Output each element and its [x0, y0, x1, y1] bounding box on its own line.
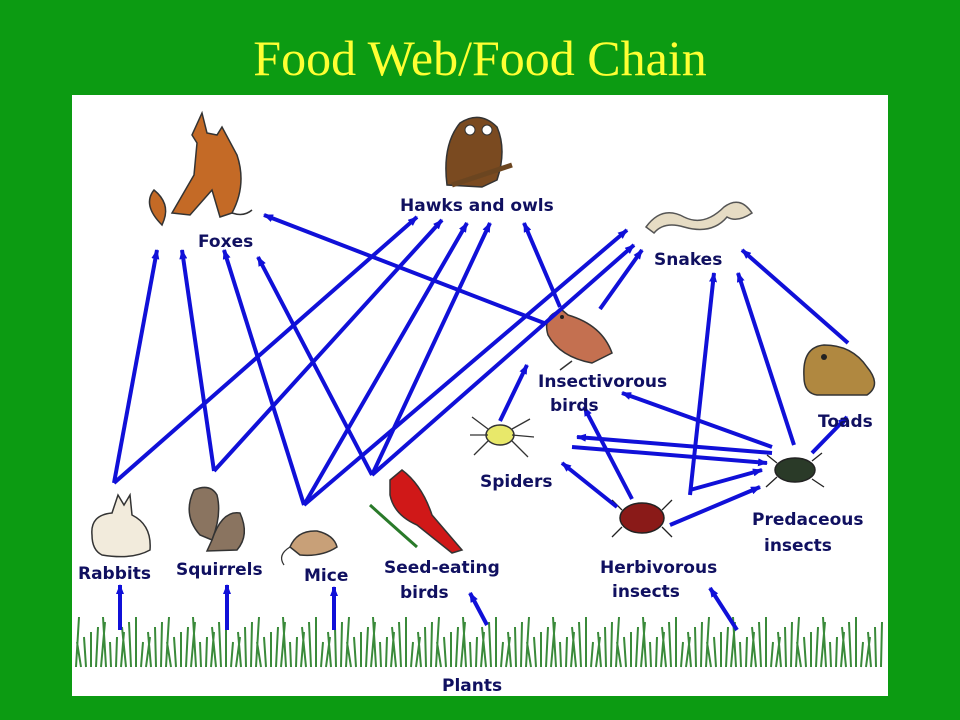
beetle-icon [765, 452, 825, 488]
arrow-toads-snakes [740, 248, 850, 345]
arrow-predaceous-snakes [736, 272, 796, 446]
arrow-spiders-insect-birds [498, 364, 529, 422]
mouse-icon [280, 530, 338, 566]
energy-flow-arrows [112, 213, 850, 632]
arrow-mice-snakes [302, 228, 629, 507]
arrow-seed-birds-foxes [256, 256, 374, 476]
food-web-panel: Foxes Hawks and owls Snakes Insectivorou… [72, 95, 888, 696]
arrow-insect-birds-snakes [598, 248, 644, 311]
label-mice: Mice [304, 566, 348, 586]
label-plants: Plants [442, 676, 502, 696]
arrow-spiders-predaceous [571, 445, 768, 467]
arrow-predaceous-insect-birds [621, 391, 773, 449]
label-seed-eating-birds: birds [400, 583, 449, 603]
arrow-rabbits-foxes [112, 249, 160, 484]
label-predaceous-insects: insects [764, 536, 832, 556]
arrow-insect-birds-hawks [522, 222, 562, 308]
label-snakes: Snakes [654, 250, 722, 270]
label-hawks-owls: Hawks and owls [400, 196, 554, 216]
arrow-predaceous-spiders [576, 433, 773, 455]
label-squirrels: Squirrels [176, 560, 263, 580]
food-web-diagram: Foxes Hawks and owls Snakes Insectivorou… [75, 110, 883, 696]
snake-icon [644, 201, 754, 235]
arrow-herbivorous-spiders [560, 461, 619, 509]
arrow-rabbits-hawks [112, 215, 419, 485]
arrow-mice-foxes [222, 249, 306, 506]
arrow-plants-herbivorous [708, 586, 739, 632]
arrow-herbivorous-snakes [688, 272, 718, 496]
label-insectivorous-birds: birds [550, 396, 599, 416]
arrow-herbivorous-to-predaceous-2 [689, 468, 763, 492]
label-predaceous: Predaceous [752, 510, 864, 530]
arrow-herbivorous-insect-birds [582, 406, 634, 500]
label-herbivorous: Herbivorous [600, 558, 717, 578]
label-foxes: Foxes [198, 232, 253, 252]
grass-icon [75, 616, 883, 668]
rabbit-icon [91, 492, 151, 558]
arrow-insect-birds-foxes [263, 213, 545, 325]
squirrel-icon [188, 486, 246, 552]
slide-title: Food Web/Food Chain [253, 30, 707, 86]
arrow-plants-seed-birds [468, 592, 489, 626]
beetle-icon [611, 499, 673, 538]
owl-icon [445, 116, 513, 188]
cardinal-icon [368, 469, 464, 554]
fox-icon [148, 110, 253, 227]
arrow-seed-birds-snakes [370, 243, 636, 477]
label-rabbits: Rabbits [78, 564, 151, 584]
toad-icon [803, 344, 876, 396]
spider-icon [470, 416, 535, 458]
arrow-herbivorous-predaceous [669, 485, 761, 527]
label-toads: Toads [818, 412, 873, 432]
arrow-squirrels-foxes [179, 249, 216, 472]
label-seed-eating: Seed-eating [384, 558, 500, 578]
arrow-squirrels-hawks [212, 218, 444, 473]
label-spiders: Spiders [480, 472, 552, 492]
label-herbivorous-insects: insects [612, 582, 680, 602]
label-insectivorous: Insectivorous [538, 372, 667, 392]
arrow-seed-birds-hawks [370, 222, 492, 476]
bird-icon [545, 309, 613, 371]
arrow-predaceous-toads [810, 415, 849, 455]
arrow-mice-hawks [302, 221, 469, 507]
